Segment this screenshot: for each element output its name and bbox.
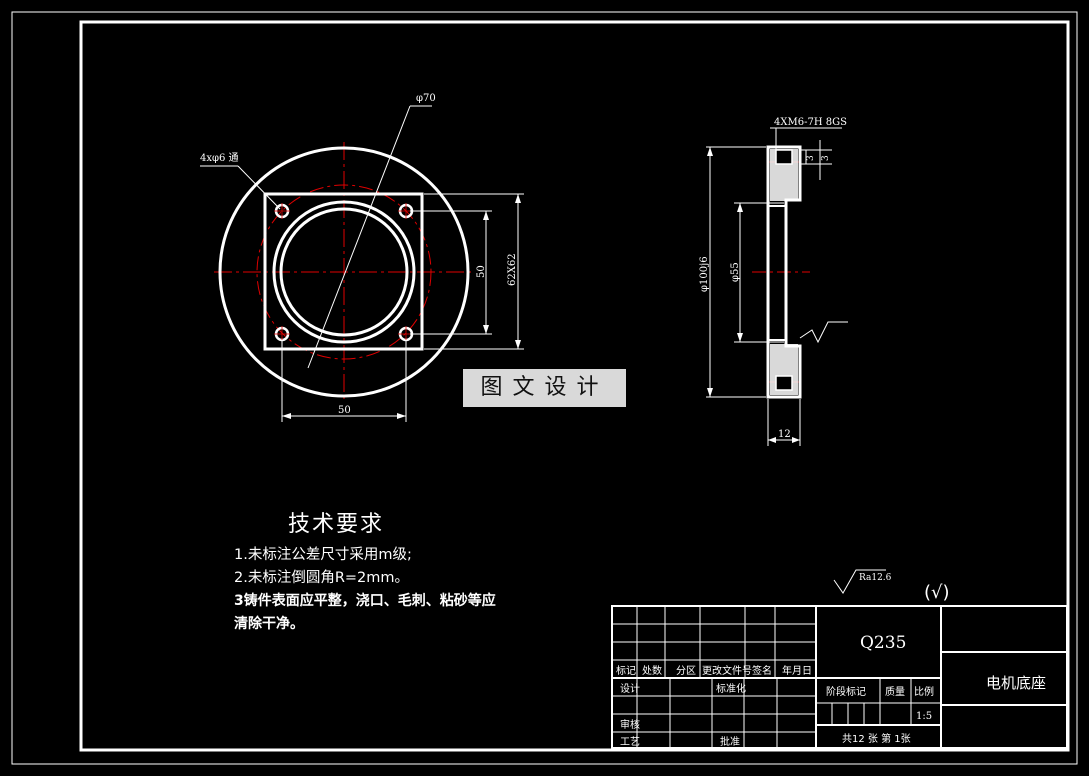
title-block [611, 605, 1068, 749]
h-review: 审核 [620, 718, 640, 731]
h-std: 标准化 [716, 682, 746, 695]
h-weight: 质量 [885, 686, 905, 698]
dim-phi70: φ70 [416, 93, 436, 104]
watermark-box [463, 369, 626, 407]
h-design: 设计 [620, 682, 640, 695]
h-doc: 更改文件号 [702, 664, 752, 677]
roughness-value: Ra12.6 [859, 573, 892, 583]
watermark-text: 图文设计 [480, 375, 609, 400]
dim-3a: 3 [806, 155, 816, 161]
dim-holes: 4xφ6 通 [200, 152, 239, 164]
dim-thread: 4XM6-7H 8GS [774, 117, 847, 128]
part-name: 电机底座 [986, 674, 1046, 692]
outer-border [11, 11, 1078, 765]
notes-line-3: 3铸件表面应平整，浇口、毛刺、粘砂等应 [234, 593, 496, 609]
notes-line-1: 1.未标注公差尺寸采用m级; [234, 547, 412, 563]
h-stage: 阶段标记 [826, 685, 866, 698]
scale-value: 1:5 [916, 711, 932, 722]
roughness-mark: Ra12.6 (√) [833, 569, 950, 603]
dim-phi100: φ100j6 [699, 256, 710, 292]
front-view: φ70 4xφ6 通 50 62X62 50 [200, 93, 524, 422]
notes-title: 技术要求 [288, 512, 385, 537]
h-scale: 比例 [914, 685, 934, 698]
sheet-count: 共12 张 第 1张 [842, 732, 911, 745]
dim-12: 12 [778, 429, 791, 440]
h-sign: 签名 [752, 664, 772, 677]
dim-3b: 3 [821, 155, 831, 161]
dim-phi55: φ55 [730, 262, 741, 282]
dim-62x62: 62X62 [507, 253, 518, 286]
roughness-paren: (√) [924, 582, 950, 603]
h-count: 处数 [642, 664, 662, 677]
material: Q235 [860, 633, 906, 653]
h-process: 工艺 [620, 736, 640, 748]
notes-line-4: 清除干净。 [234, 616, 304, 632]
inner-frame [79, 20, 1070, 752]
dim-50-horizontal: 50 [338, 405, 351, 416]
side-view: 4XM6-7H 8GS 3 3 φ100j6 φ55 12 [699, 117, 848, 446]
title-block-text: Q235 电机底座 标记 处数 分区 更改文件号 签名 年月日 设计 标准化 审… [616, 633, 1046, 748]
notes-line-2: 2.未标注倒圆角R=2mm。 [234, 570, 410, 586]
technical-notes: 技术要求 1.未标注公差尺寸采用m级; 2.未标注倒圆角R=2mm。 3铸件表面… [234, 506, 496, 636]
dim-50-vertical: 50 [476, 265, 487, 278]
h-zone: 分区 [676, 665, 696, 677]
h-date: 年月日 [782, 664, 812, 677]
h-mark: 标记 [616, 665, 636, 677]
h-approve: 批准 [720, 735, 740, 748]
